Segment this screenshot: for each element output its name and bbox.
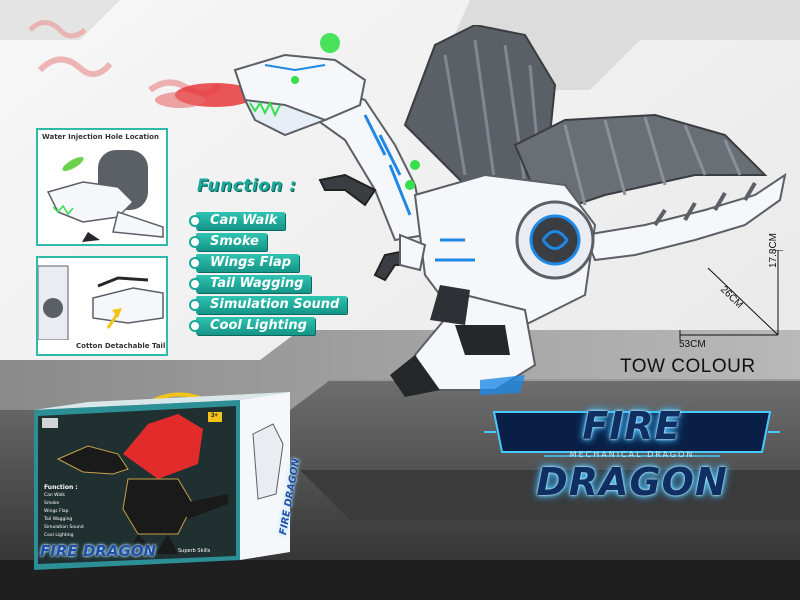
- box-function-item: Tail Wagging: [44, 517, 73, 522]
- dragon-head-closeup: [46, 150, 164, 242]
- function-item-label: Simulation Sound: [210, 297, 340, 312]
- function-item-label: Cool Lighting: [210, 318, 307, 333]
- smoke-effect: [28, 20, 255, 108]
- function-item: Cool Lighting: [189, 317, 315, 335]
- dimension-height: 17.8CM: [768, 232, 779, 268]
- box-function-item: Simulation Sound: [44, 525, 84, 530]
- dragon-body: [405, 160, 597, 327]
- bullet-icon: [189, 215, 201, 227]
- color-note: TOW COLOUR: [620, 356, 756, 377]
- bullet-icon: [189, 236, 201, 248]
- logo-subtitle: MECHANICAL DRAGON: [569, 450, 695, 459]
- box-function-item: Cool Lighting: [44, 533, 74, 538]
- bullet-icon: [189, 278, 201, 290]
- box-graphic: [34, 392, 290, 570]
- bullet-icon: [189, 257, 201, 269]
- tail-closeup: [38, 265, 164, 340]
- dragon-arms: [318, 173, 427, 282]
- logo-title: FIRE DRAGON: [536, 404, 728, 504]
- function-item: Tail Wagging: [189, 275, 312, 293]
- dragon-robot: [233, 25, 787, 397]
- box-age-badge: 3+: [211, 413, 218, 419]
- box-logo: FIRE DRAGON: [40, 542, 157, 560]
- dimension-diagram: [679, 250, 783, 340]
- box-note: Superb Skills: [178, 548, 211, 554]
- inset-detachable-tail: Cotton Detachable Tail: [36, 256, 168, 356]
- function-item-label: Wings Flap: [210, 255, 292, 270]
- dimension-width: 53CM: [679, 339, 706, 350]
- function-item-label: Smoke: [210, 234, 259, 249]
- box-function-item: Wings Flap: [44, 509, 69, 514]
- inset-bottom-caption: Cotton Detachable Tail: [76, 342, 166, 350]
- box-function-item: Can Walk: [44, 493, 65, 498]
- bullet-icon: [189, 320, 201, 332]
- bullet-icon: [189, 299, 201, 311]
- neck: [308, 83, 427, 242]
- function-title: Function :: [197, 176, 297, 196]
- function-item-label: Can Walk: [210, 213, 278, 228]
- fire-dragon-logo: FIRE DRAGON MECHANICAL DRAGON: [484, 398, 780, 504]
- dragon-head: [233, 33, 367, 137]
- function-item-label: Tail Wagging: [210, 276, 304, 291]
- function-item: Smoke: [189, 233, 267, 251]
- function-item: Can Walk: [189, 212, 286, 230]
- box-function-item: Smoke: [44, 501, 60, 506]
- function-item: Wings Flap: [189, 254, 300, 272]
- logo-frame: [484, 411, 780, 457]
- dragon-legs: [390, 285, 537, 397]
- inset-water-hole: Water Injection Hole Location: [36, 128, 168, 246]
- inset-top-caption: Water Injection Hole Location: [42, 133, 159, 141]
- function-item: Simulation Sound: [189, 296, 348, 314]
- wing-front: [513, 113, 768, 217]
- box-function-title: Function :: [44, 484, 78, 491]
